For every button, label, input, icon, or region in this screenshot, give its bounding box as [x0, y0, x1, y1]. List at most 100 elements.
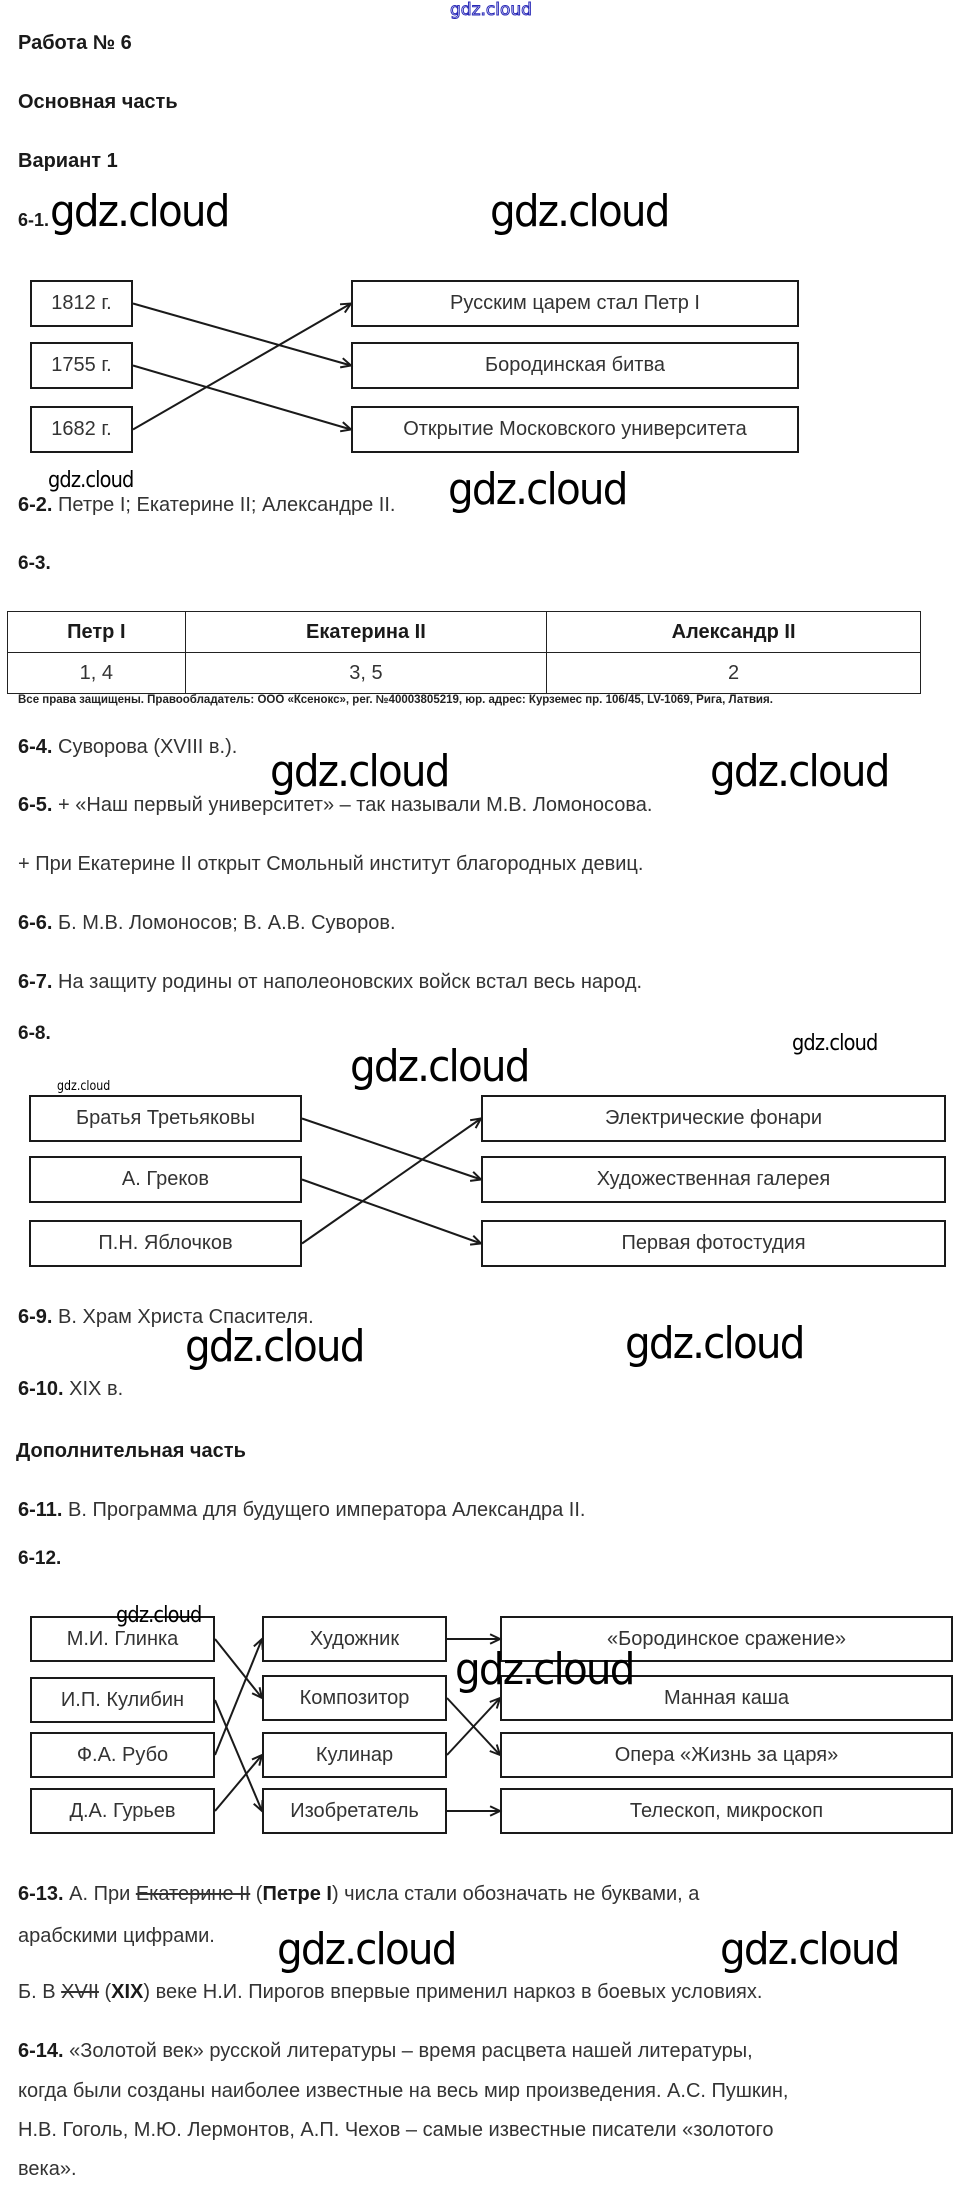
- watermark: gdz.cloud: [48, 468, 134, 493]
- q6-12-person-box: Ф.А. Рубо: [30, 1732, 215, 1778]
- q6-6-text: Б. М.В. Ломоносов; В. А.В. Суворов.: [52, 912, 396, 934]
- table-header: Екатерина II: [184, 611, 548, 653]
- table-row: 1, 4 3, 5 2: [7, 652, 921, 694]
- work-title: Работа № 6: [18, 32, 132, 54]
- connector-arrow: [301, 1117, 483, 1245]
- q6-1-left-box: 1682 г.: [30, 406, 133, 453]
- watermark: gdz.cloud: [625, 1318, 805, 1369]
- q6-8-left-box: А. Греков: [29, 1156, 302, 1203]
- q6-12-work-box: «Бородинское сражение»: [500, 1616, 953, 1662]
- table-cell: 1, 4: [7, 652, 186, 694]
- connector-arrow: [132, 302, 354, 369]
- q6-13-b-correct: XIX: [111, 1981, 144, 2003]
- watermark: gdz.cloud: [455, 1644, 635, 1695]
- q6-7-text: На защиту родины от наполеоновских войск…: [52, 971, 643, 993]
- watermark: gdz.cloud: [350, 1041, 530, 1092]
- q6-13-a-rest: ) числа стали обозначать не буквами, а: [331, 1883, 700, 1905]
- connector-arrow: [214, 1636, 264, 1756]
- section-main-heading: Основная часть: [18, 91, 178, 113]
- q6-14-line-4: века».: [18, 2158, 77, 2180]
- q6-14-line-2: когда были созданы наиболее известные на…: [18, 2080, 789, 2102]
- section-extra-heading: Дополнительная часть: [16, 1440, 246, 1462]
- q6-12-role-box: Композитор: [262, 1675, 447, 1721]
- q6-13-b-rest: ) веке Н.И. Пирогов впервые применил нар…: [143, 1981, 763, 2003]
- q6-14-line-3: Н.В. Гоголь, М.Ю. Лермонтов, А.П. Чехов …: [18, 2119, 774, 2141]
- q6-12-person-box: М.И. Глинка: [30, 1616, 215, 1662]
- q6-8-right-box: Первая фотостудия: [481, 1220, 946, 1267]
- table-header: Александр II: [546, 611, 921, 653]
- connector-arrow: [447, 1805, 503, 1817]
- q6-11-answer: 6-11. В. Программа для будущего императо…: [18, 1499, 585, 1522]
- q6-11-label: 6-11.: [18, 1499, 63, 1521]
- q6-9-answer: 6-9. В. Храм Христа Спасителя.: [18, 1306, 314, 1329]
- q6-8-left-box: Братья Третьяковы: [29, 1095, 302, 1142]
- q6-12-person-box: И.П. Кулибин: [30, 1677, 215, 1723]
- connector-arrow: [214, 1699, 264, 1814]
- q6-13-a-struck: Екатерине II: [135, 1883, 251, 1905]
- watermark: gdz.cloud: [490, 186, 670, 237]
- watermark: gdz.cloud: [57, 1079, 111, 1094]
- table-cell: 3, 5: [184, 652, 548, 694]
- q6-5-label: 6-5.: [18, 794, 53, 816]
- q6-8-left-box: П.Н. Яблочков: [29, 1220, 302, 1267]
- q6-12-work-box: Манная каша: [500, 1675, 953, 1721]
- q6-1-left-box: 1755 г.: [30, 342, 133, 389]
- q6-5-answer: 6-5. + «Наш первый университет» – так на…: [18, 794, 652, 817]
- connector-arrow: [301, 1117, 484, 1182]
- copyright-notice: Все права защищены. Правообладатель: ООО…: [18, 694, 773, 706]
- q6-13-a-prefix: А. При: [63, 1883, 136, 1905]
- q6-13-b-struck: XVII: [61, 1981, 99, 2003]
- watermark: gdz.cloud: [116, 1603, 202, 1628]
- q6-13-answer-a: 6-13. А. При Екатерине II (Петре I) числ…: [18, 1883, 699, 1906]
- q6-4-text: Суворова (XVIII в.).: [52, 736, 238, 758]
- q6-12-work-box: Телескоп, микроскоп: [500, 1788, 953, 1834]
- q6-8-right-box: Электрические фонари: [481, 1095, 946, 1142]
- watermark: gdz.cloud: [50, 186, 230, 237]
- q6-5-text: + «Наш первый университет» – так называл…: [52, 794, 653, 816]
- q6-2-text: Петре I; Екатерине II; Александре II.: [52, 494, 396, 516]
- q6-12-label: 6-12.: [18, 1548, 62, 1569]
- q6-10-label: 6-10.: [18, 1378, 64, 1400]
- q6-7-answer: 6-7. На защиту родины от наполеоновских …: [18, 971, 642, 994]
- q6-12-role-box: Кулинар: [262, 1732, 447, 1778]
- q6-5-answer-2: + При Екатерине II открыт Смольный инсти…: [18, 853, 644, 875]
- q6-13-a-open: (: [250, 1883, 263, 1905]
- connector-arrow: [446, 1697, 502, 1757]
- variant-heading: Вариант 1: [18, 150, 118, 172]
- connector-arrow: [446, 1696, 502, 1756]
- q6-6-answer: 6-6. Б. М.В. Ломоносов; В. А.В. Суворов.: [18, 912, 396, 935]
- table-header: Петр I: [7, 611, 186, 653]
- q6-13-label: 6-13.: [18, 1883, 64, 1905]
- q6-14-label: 6-14.: [18, 2040, 64, 2062]
- q6-3-label: 6-3.: [18, 553, 51, 574]
- q6-8-right-box: Художественная галерея: [481, 1156, 946, 1203]
- q6-14-text: «Золотой век» русской литературы – время…: [63, 2040, 753, 2062]
- q6-4-answer: 6-4. Суворова (XVIII в.).: [18, 736, 237, 759]
- q6-1-label: 6-1.: [18, 210, 50, 230]
- q6-13-b-open: (: [98, 1981, 112, 2003]
- q6-1-right-box: Открытие Московского университета: [351, 406, 799, 453]
- connector-arrow: [214, 1753, 264, 1812]
- connector-arrow: [132, 364, 354, 433]
- watermark: gdz.cloud: [792, 1031, 878, 1056]
- q6-7-label: 6-7.: [18, 971, 53, 993]
- q6-13-answer-a-line2: арабскими цифрами.: [18, 1925, 215, 1947]
- q6-8-label: 6-8.: [18, 1023, 51, 1044]
- table-cell: 2: [546, 652, 921, 694]
- q6-13-answer-b: Б. В XVII (XIX) веке Н.И. Пирогов впервы…: [18, 1981, 762, 2004]
- q6-6-label: 6-6.: [18, 912, 53, 934]
- watermark: gdz.cloud: [720, 1924, 900, 1975]
- q6-9-text: В. Храм Христа Спасителя.: [52, 1306, 314, 1328]
- connector-arrow: [447, 1633, 503, 1645]
- q6-12-role-box: Художник: [262, 1616, 447, 1662]
- watermark: gdz.cloud: [185, 1321, 365, 1372]
- q6-1-right-box: Русским царем стал Петр I: [351, 280, 799, 327]
- watermark: gdz.cloud: [270, 746, 450, 797]
- q6-3-table: Петр I Екатерина II Александр II 1, 4 3,…: [7, 611, 921, 694]
- connector-arrow: [214, 1638, 264, 1700]
- q6-14-line-1: 6-14. «Золотой век» русской литературы –…: [18, 2040, 753, 2063]
- watermark: gdz.cloud: [277, 1924, 457, 1975]
- q6-2-answer: 6-2. Петре I; Екатерине II; Александре I…: [18, 494, 395, 517]
- q6-2-label: 6-2.: [18, 494, 53, 516]
- q6-11-text: В. Программа для будущего императора Але…: [62, 1499, 586, 1521]
